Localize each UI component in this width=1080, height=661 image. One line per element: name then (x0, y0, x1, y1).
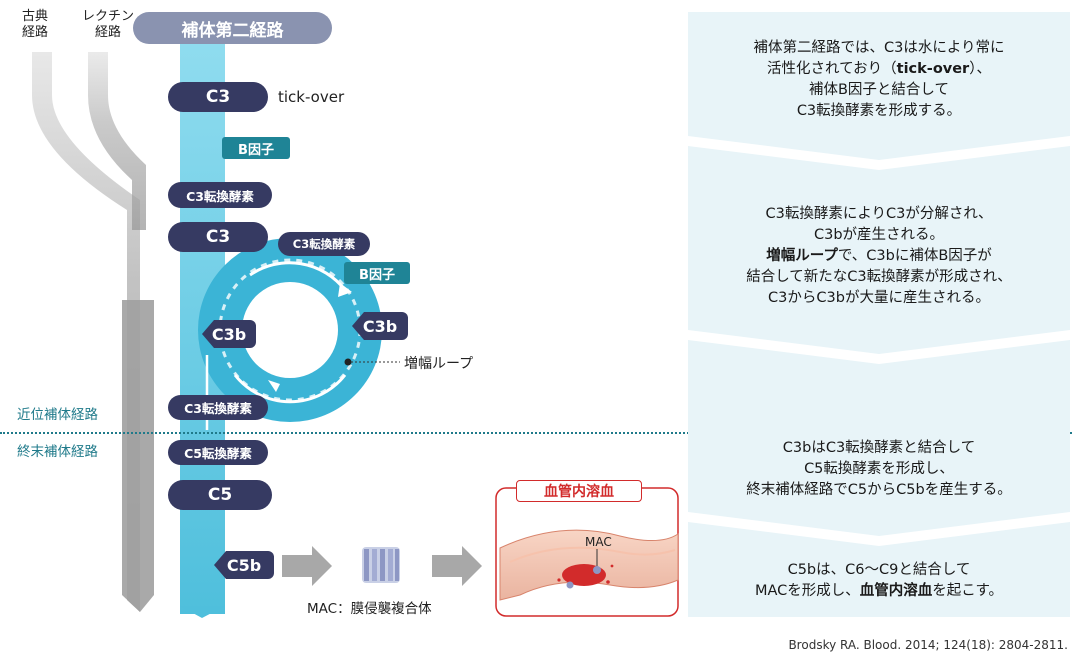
alternative-pathway-title: 補体第二経路 (133, 12, 332, 44)
step4-text: C5bは、C6～C9と結合して MACを形成し、血管内溶血を起こす。 (754, 562, 1004, 599)
c5b-node: C5b (214, 551, 274, 579)
step1-text: 補体第二経路では、C3は水により常に 活性化されており（tick-over）、 … (753, 40, 1005, 119)
step3-text: C3bはC3転換酵素と結合して C5転換酵素を形成し、 終末補体経路でC5からC… (746, 440, 1012, 498)
loop-factor-b-node: B因子 (344, 262, 410, 284)
mac-complex-icon (362, 547, 400, 583)
amplification-loop-label: 増幅ループ (404, 356, 474, 372)
c3-convertase-bottom-node: C3転換酵素 (168, 395, 268, 420)
explanation-panel (688, 12, 1070, 617)
pathway-divider (0, 432, 1072, 434)
classical-pathway-label: 古典経路 (22, 9, 49, 40)
merge-arrow (122, 300, 154, 612)
c3b-left-node: C3b (202, 320, 256, 348)
c3-convertase-node: C3転換酵素 (168, 182, 272, 208)
mac-caption: MAC：膜侵襲複合体 (307, 601, 432, 617)
classical-path (32, 52, 140, 612)
step2-text: C3転換酵素によりC3が分解され、 C3bが産生される。 増幅ループで、C3bに… (746, 206, 1012, 306)
citation: Brodsky RA. Blood. 2014; 124(18): 2804-2… (788, 638, 1068, 652)
arrow-to-hemolysis (432, 546, 482, 586)
c5-node: C5 (168, 480, 272, 510)
arrow-to-mac (282, 546, 332, 586)
c3b-right-node: C3b (352, 312, 408, 340)
c5-convertase-node: C5転換酵素 (168, 440, 268, 465)
panel-chevrons (688, 136, 1070, 546)
mac-label: MAC (585, 535, 612, 549)
loop-c3-convertase-node: C3転換酵素 (278, 232, 370, 256)
c3-tick-over-node: C3 (168, 82, 268, 112)
c3-node: C3 (168, 222, 268, 252)
proximal-pathway-label: 近位補体経路 (17, 407, 98, 423)
factor-b-node: B因子 (222, 137, 290, 159)
lectin-pathway-label: レクチン経路 (82, 9, 135, 40)
terminal-pathway-label: 終末補体経路 (17, 444, 98, 460)
lectin-path (88, 52, 146, 230)
tick-over-label: tick-over (278, 88, 345, 106)
hemolysis-title: 血管内溶血 (516, 480, 642, 502)
